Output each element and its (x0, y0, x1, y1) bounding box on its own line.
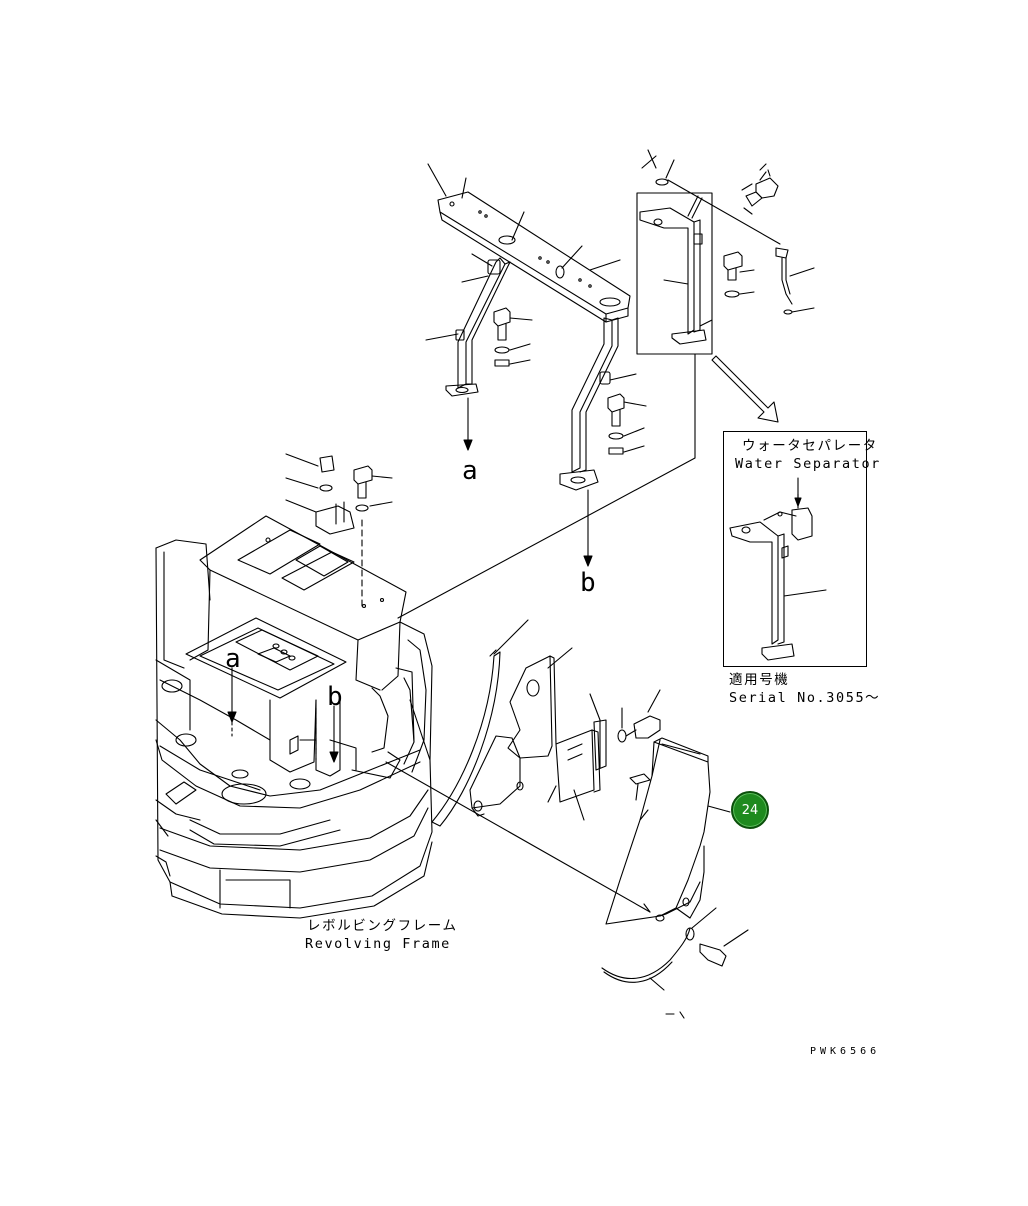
cover-and-counterweight-parts (386, 620, 748, 1018)
callout-letter-b-upper: b (580, 568, 596, 598)
water-separator-inset (723, 431, 867, 667)
callout-letter-a-lower: a (225, 644, 241, 674)
serial-label-en: Serial No.3055～ (729, 690, 881, 706)
callout-letter-a-upper: a (462, 456, 478, 486)
inset-title-en: Water Separator (735, 456, 881, 472)
water-separator-bracket-group (398, 150, 814, 618)
callout-badge-number: 24 (741, 802, 759, 818)
revolving-frame (156, 454, 432, 918)
serial-label-jp: 適用号機 (729, 672, 790, 688)
upper-bracket-assembly (426, 164, 646, 566)
inset-title-jp: ウォータセパレータ (742, 438, 878, 454)
drawing-code: PWK6566 (810, 1046, 881, 1057)
revolving-frame-label-en: Revolving Frame (305, 936, 451, 952)
revolving-frame-label-jp: レボルビングフレーム (307, 918, 458, 934)
callout-letter-b-lower: b (327, 682, 343, 712)
inset-water-separator-drawing (730, 478, 826, 660)
callout-badge[interactable]: 24 (731, 791, 769, 829)
